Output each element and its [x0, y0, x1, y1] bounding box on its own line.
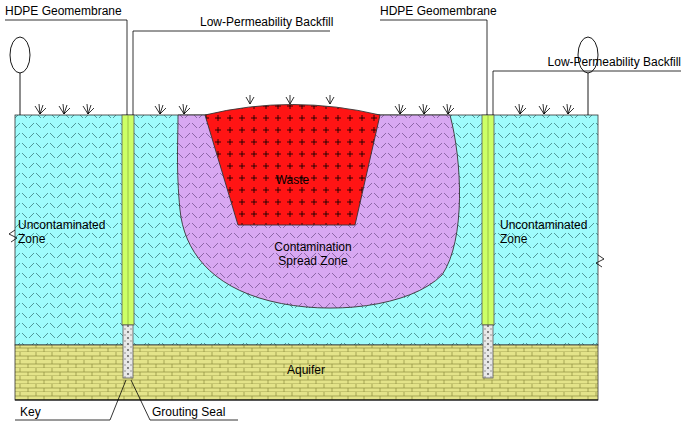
leader-lines — [5, 20, 681, 420]
part-label: Low-Permeability Backfill — [548, 55, 681, 69]
zone-label: Aquifer — [256, 363, 356, 377]
aquifer-band: Aquifer — [15, 345, 598, 400]
part-label: Low-Permeability Backfill — [200, 15, 333, 29]
part-label: Key — [20, 405, 41, 419]
zone-label: Uncontaminated Zone — [18, 218, 118, 247]
break-mark — [9, 230, 17, 242]
part-label: HDPE Geomembrane — [380, 4, 497, 18]
break-mark — [596, 255, 604, 267]
zone-region: Uncontaminated Zone — [500, 218, 598, 258]
aquifer-layer — [15, 345, 598, 400]
base-line — [15, 399, 598, 400]
zone-label: Waste — [240, 173, 345, 187]
waste-body-shape — [205, 105, 380, 226]
zone-label: Uncontaminated Zone — [500, 218, 596, 247]
tree-symbol — [10, 37, 598, 115]
zone-region: Uncontaminated Zone — [18, 218, 120, 258]
waste-body: Waste — [200, 100, 385, 228]
waste-body-shape — [200, 100, 385, 228]
contamination-zone: Contamination Spread Zone Waste — [170, 100, 465, 315]
zone-label: Contamination Spread Zone — [258, 240, 368, 269]
part-label: HDPE Geomembrane — [5, 4, 122, 18]
part-label: Grouting Seal — [152, 405, 225, 419]
